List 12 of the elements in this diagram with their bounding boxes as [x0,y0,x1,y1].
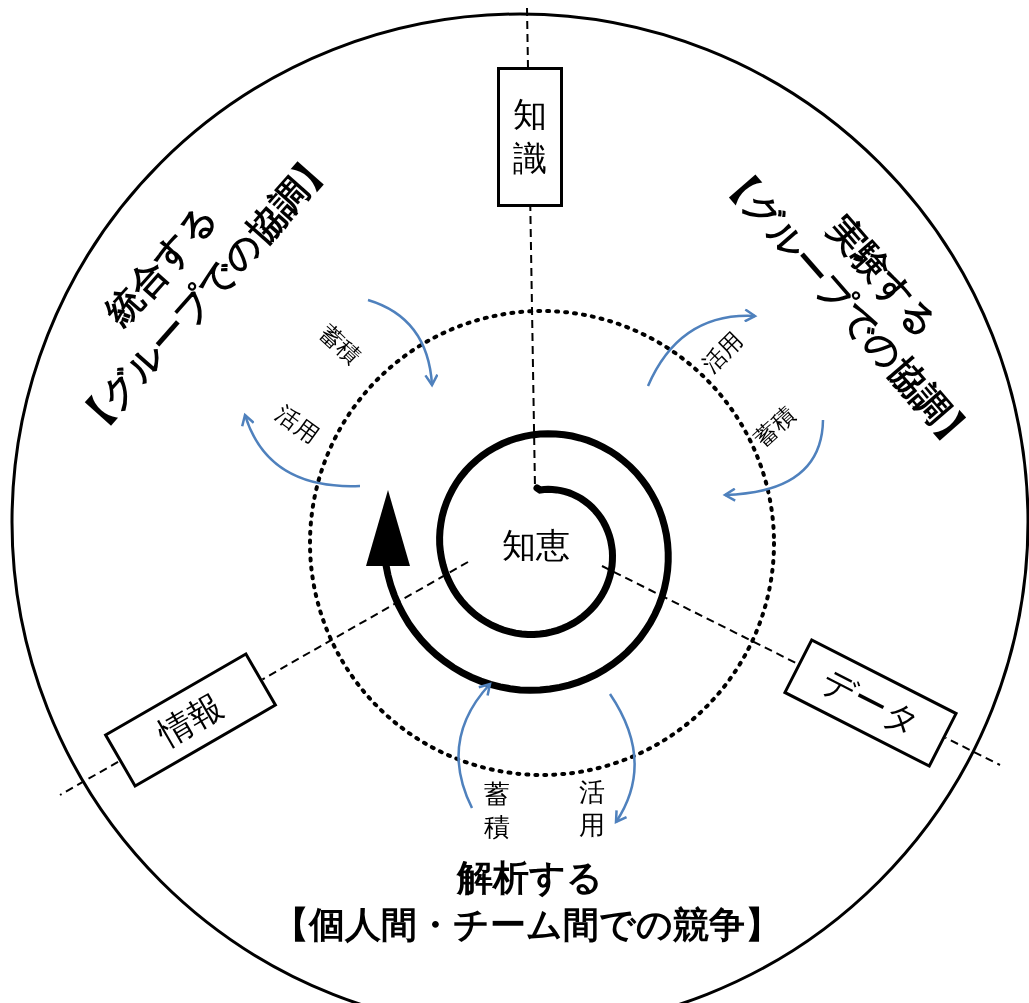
cycle-label: 活用 [270,401,324,449]
cycle-label: 蓄積 [483,777,511,843]
section-subheading: 【個人間・チーム間での競争】 [273,905,781,945]
text-box: 情報 [103,651,277,789]
cycle-label: 蓄積 [314,320,366,370]
section-heading: 解析する [457,858,603,898]
cycle-label: 活用 [697,327,749,379]
center-label: 知恵 [502,527,570,565]
cycle-label: 蓄積 [749,402,801,452]
cycle-label: 活用 [578,775,606,841]
text-box: 知識 [497,67,563,207]
text-box: データ [782,637,958,769]
